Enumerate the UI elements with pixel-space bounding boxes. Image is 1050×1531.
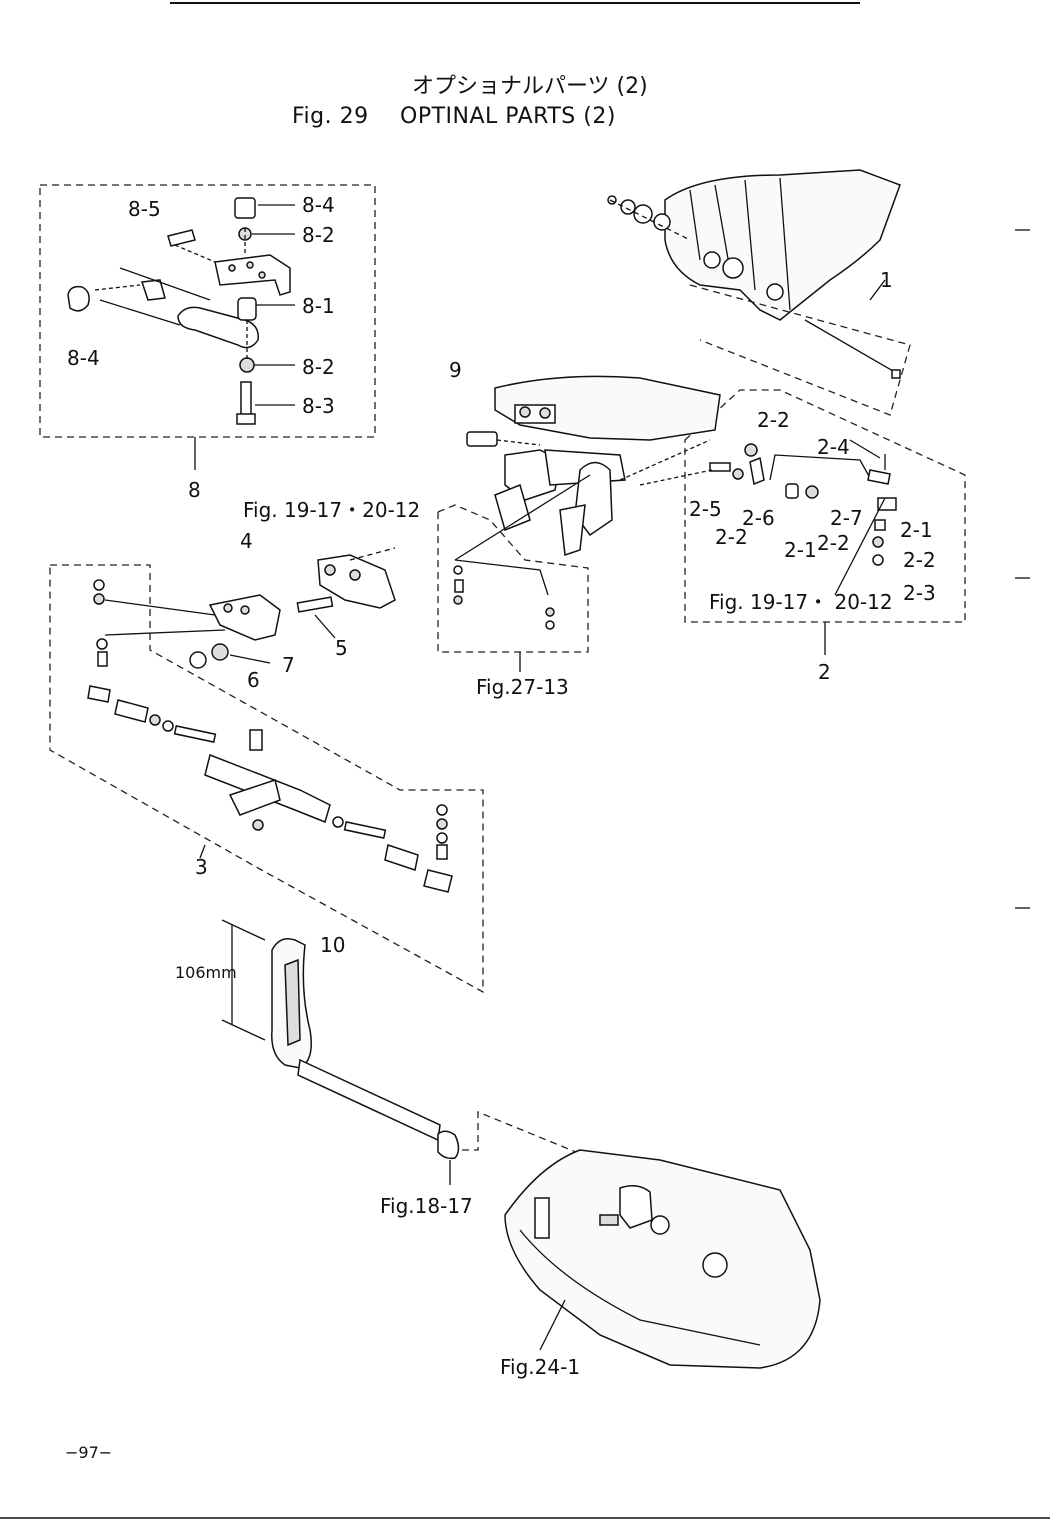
part-label-2-6: 2-6 [742,506,775,530]
page-title: OPTINAL PARTS (2) [400,104,616,129]
title-japanese: オプショナルパーツ (2) [412,74,648,99]
figure-ref-27-13: Fig.27-13 [476,675,569,699]
group-8-parts [67,197,295,425]
figure-ref-19-17-left: Fig. 19-17・20-12 [243,498,421,522]
group-3-leader [199,844,206,859]
part-5-link [296,547,396,639]
part-label-2-4: 2-4 [817,435,850,459]
part-label-8-1: 8-1 [302,294,335,318]
part-label-9: 9 [449,358,462,382]
group-3-parts [87,579,453,893]
part-label-2-1-b: 2-1 [784,538,817,562]
part-label-1: 1 [880,268,893,292]
part-label-8-4-a: 8-4 [302,193,335,217]
figure-ref-24-1: Fig.24-1 [500,1355,581,1379]
part-label-8-4-b: 8-4 [67,346,100,370]
part-label-8-2-a: 8-2 [302,223,335,247]
machine-base [504,1149,821,1369]
figure-ref-18-17: Fig.18-17 [380,1194,473,1218]
part-label-2-2-c: 2-2 [817,531,850,555]
part-label-2-1-a: 2-1 [900,518,933,542]
group-3-frame [49,564,484,994]
part-label-3: 3 [195,855,208,879]
part-label-2-2-a: 2-2 [757,408,790,432]
figure-number: Fig. 29 [292,104,369,129]
part-label-5: 5 [335,636,348,660]
presser-mechanism [453,375,721,630]
figure-ref-19-17-right: Fig. 19-17・ 20-12 [709,590,893,614]
dimension-label: 106mm [175,963,237,982]
part-label-2-3: 2-3 [903,581,936,605]
fig-27-frame [437,504,589,653]
part-label-8-5: 8-5 [128,197,161,221]
part-label-2: 2 [818,660,831,684]
part-label-2-2-b: 2-2 [715,525,748,549]
part-label-8-2-b: 8-2 [302,355,335,379]
part-label-8: 8 [188,478,201,502]
part-label-8-3: 8-3 [302,394,335,418]
part-label-4: 4 [240,529,253,553]
group-2-frame [684,389,966,623]
machine-head-top [607,169,911,416]
page-number: −97− [65,1443,113,1462]
part-10-knee-lifter [221,919,621,1185]
part-label-7: 7 [282,653,295,677]
part-label-2-5: 2-5 [689,497,722,521]
part-label-10: 10 [320,933,346,957]
group-2-parts [709,439,897,596]
part-label-2-2-d: 2-2 [903,548,936,572]
part-label-6: 6 [247,668,260,692]
part-label-2-7: 2-7 [830,506,863,530]
